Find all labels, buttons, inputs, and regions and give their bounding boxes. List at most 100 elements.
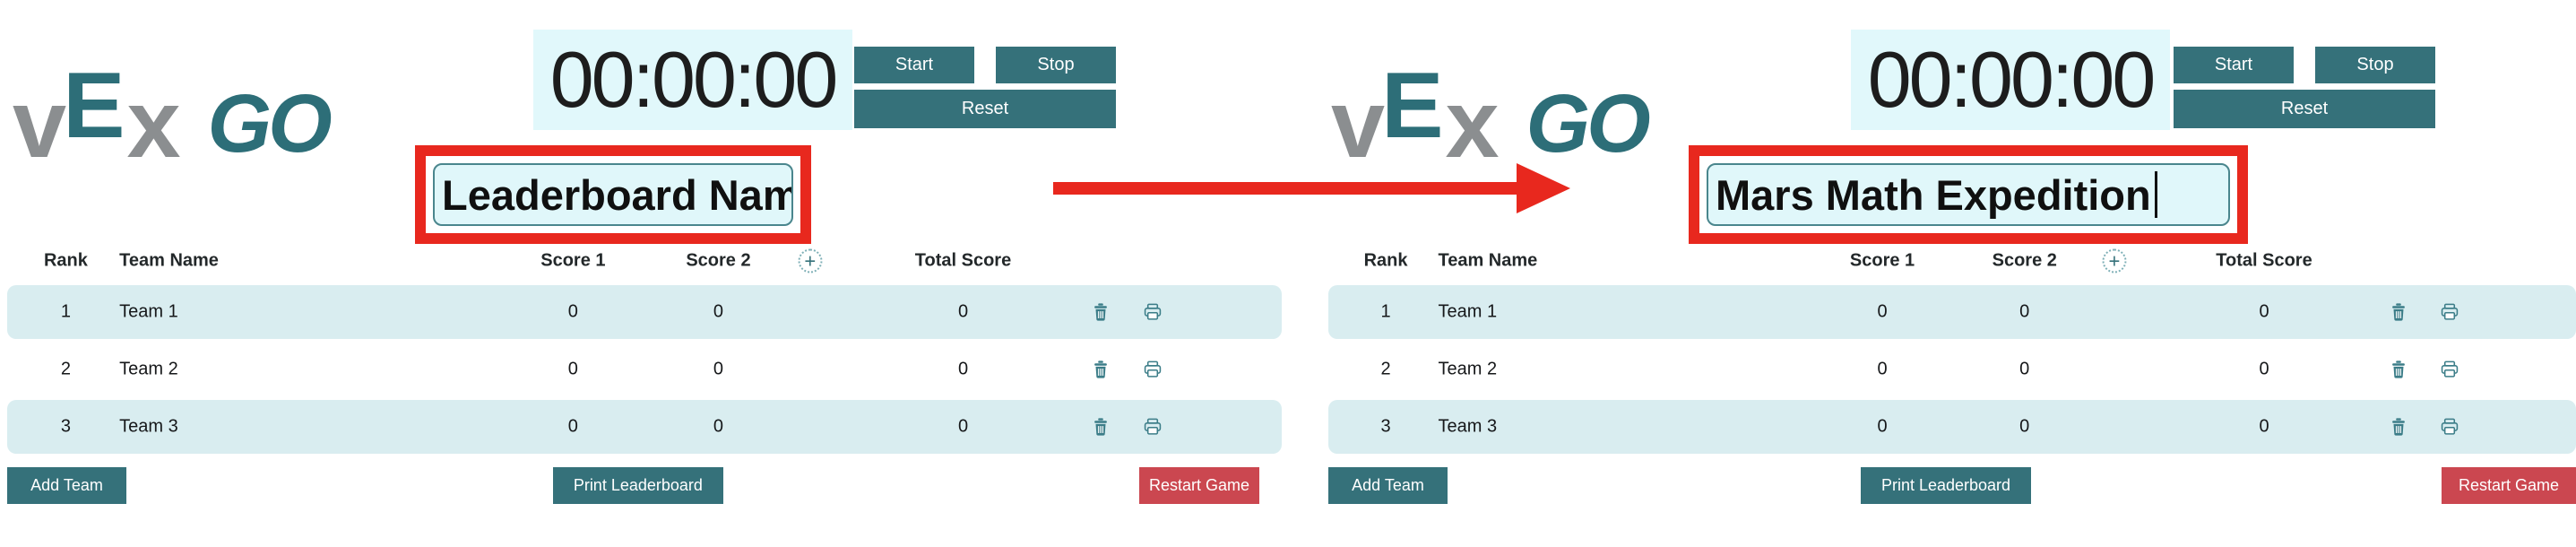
score2-cell[interactable]: 0 [713,301,724,322]
add-score-column-button[interactable]: + [798,248,823,274]
trash-icon [1091,360,1111,379]
table-row: 3 Team 3 0 0 0 [1328,400,2576,454]
leaderboard-name-input[interactable]: Leaderboard Nam [433,163,793,226]
team-name-cell[interactable]: Team 1 [119,301,178,322]
table-row: 3 Team 3 0 0 0 [7,400,1282,454]
vex-go-logo: v E x GO [1331,52,1651,178]
score1-cell[interactable]: 0 [567,416,578,437]
delete-team-button[interactable] [2389,302,2408,322]
rank-cell: 3 [60,416,71,437]
total-score-cell: 0 [957,301,969,322]
table-row: 2 Team 2 0 0 0 [1328,343,2576,396]
leaderboard-table: Rank Team Name Score 1 Score 2 + Total S… [7,242,1282,547]
restart-game-button[interactable]: Restart Game [1139,467,1259,504]
logo-letter-v: v [1331,69,1385,178]
print-team-button[interactable] [1143,417,1163,437]
red-highlight-box: Mars Math Expedition [1689,145,2248,244]
team-name-cell[interactable]: Team 3 [1438,416,1498,437]
team-name-cell[interactable]: Team 2 [1438,359,1498,379]
score2-cell[interactable]: 0 [713,359,724,379]
team-name-cell[interactable]: Team 2 [119,359,178,379]
header-team-name: Team Name [1438,250,1538,271]
header-total-score: Total Score [914,250,1012,271]
score1-cell[interactable]: 0 [1877,301,1888,322]
print-leaderboard-button[interactable]: Print Leaderboard [552,467,723,504]
plus-icon[interactable]: + [798,248,823,274]
total-score-cell: 0 [957,416,969,437]
score2-cell[interactable]: 0 [2019,301,2030,322]
timer-controls: Start Stop Reset [2174,47,2435,128]
start-button[interactable]: Start [854,47,974,83]
stop-button[interactable]: Stop [2315,47,2435,83]
leaderboard-panel-after: v E x GO 00:00:00 Start Stop Reset Mars … [1288,0,2576,547]
trash-icon [2389,302,2408,322]
print-team-button[interactable] [1143,360,1163,379]
red-arrow [1053,163,1570,213]
header-score1: Score 1 [1849,250,1915,271]
rank-cell: 1 [1380,301,1391,322]
delete-team-button[interactable] [2389,417,2408,437]
print-team-button[interactable] [1143,302,1163,322]
delete-team-button[interactable] [1091,417,1111,437]
rank-cell: 2 [60,359,71,379]
score1-cell[interactable]: 0 [567,359,578,379]
header-rank: Rank [1363,250,1408,271]
print-team-button[interactable] [2440,360,2459,379]
reset-button[interactable]: Reset [2174,90,2435,128]
start-button[interactable]: Start [2174,47,2294,83]
arrow-shaft [1053,182,1517,195]
red-highlight-box: Leaderboard Nam [415,145,811,244]
table-header: Rank Team Name Score 1 Score 2 + Total S… [1328,247,2576,274]
delete-team-button[interactable] [1091,360,1111,379]
printer-icon [1143,302,1163,322]
table-header: Rank Team Name Score 1 Score 2 + Total S… [7,247,1282,274]
header-score1: Score 1 [540,250,606,271]
logo-letter-e: E [63,54,125,159]
logo-go: GO [207,78,333,170]
team-name-cell[interactable]: Team 3 [119,416,178,437]
header-team-name: Team Name [119,250,219,271]
team-name-cell[interactable]: Team 1 [1438,301,1498,322]
header-total-score: Total Score [2216,250,2312,271]
score2-cell[interactable]: 0 [713,416,724,437]
rank-cell: 1 [60,301,71,322]
timer-display: 00:00:00 [1851,30,2170,130]
print-leaderboard-button[interactable]: Print Leaderboard [1861,467,2032,504]
plus-icon[interactable]: + [2102,248,2127,274]
header-rank: Rank [43,250,88,271]
score2-cell[interactable]: 0 [2019,359,2030,379]
leaderboard-panel-before: v E x GO 00:00:00 Start Stop Reset Leade… [7,30,1282,547]
add-team-button[interactable]: Add Team [1328,467,1448,504]
text-caret [2154,171,2157,218]
delete-team-button[interactable] [1091,302,1111,322]
delete-team-button[interactable] [2389,360,2408,379]
add-team-button[interactable]: Add Team [7,467,126,504]
restart-game-button[interactable]: Restart Game [2442,467,2576,504]
header-score2: Score 2 [686,250,751,271]
logo-letter-v: v [13,69,66,178]
header-score2: Score 2 [1992,250,2057,271]
printer-icon [2440,302,2459,322]
table-row: 1 Team 1 0 0 0 [1328,285,2576,339]
timer-display: 00:00:00 [533,30,852,130]
leaderboard-name-value: Leaderboard Nam [442,170,793,219]
printer-icon [2440,360,2459,379]
total-score-cell: 0 [2259,301,2269,322]
total-score-cell: 0 [957,359,969,379]
score1-cell[interactable]: 0 [1877,416,1888,437]
rank-cell: 2 [1380,359,1391,379]
trash-icon [1091,302,1111,322]
print-team-button[interactable] [2440,302,2459,322]
add-score-column-button[interactable]: + [2102,248,2127,274]
reset-button[interactable]: Reset [854,90,1116,128]
leaderboard-name-value: Mars Math Expedition [1716,170,2151,219]
logo-go: GO [1526,78,1651,170]
timer-controls: Start Stop Reset [854,47,1116,128]
score1-cell[interactable]: 0 [567,301,578,322]
stop-button[interactable]: Stop [996,47,1116,83]
score1-cell[interactable]: 0 [1877,359,1888,379]
leaderboard-name-input[interactable]: Mars Math Expedition [1707,163,2230,226]
print-team-button[interactable] [2440,417,2459,437]
score2-cell[interactable]: 0 [2019,416,2030,437]
